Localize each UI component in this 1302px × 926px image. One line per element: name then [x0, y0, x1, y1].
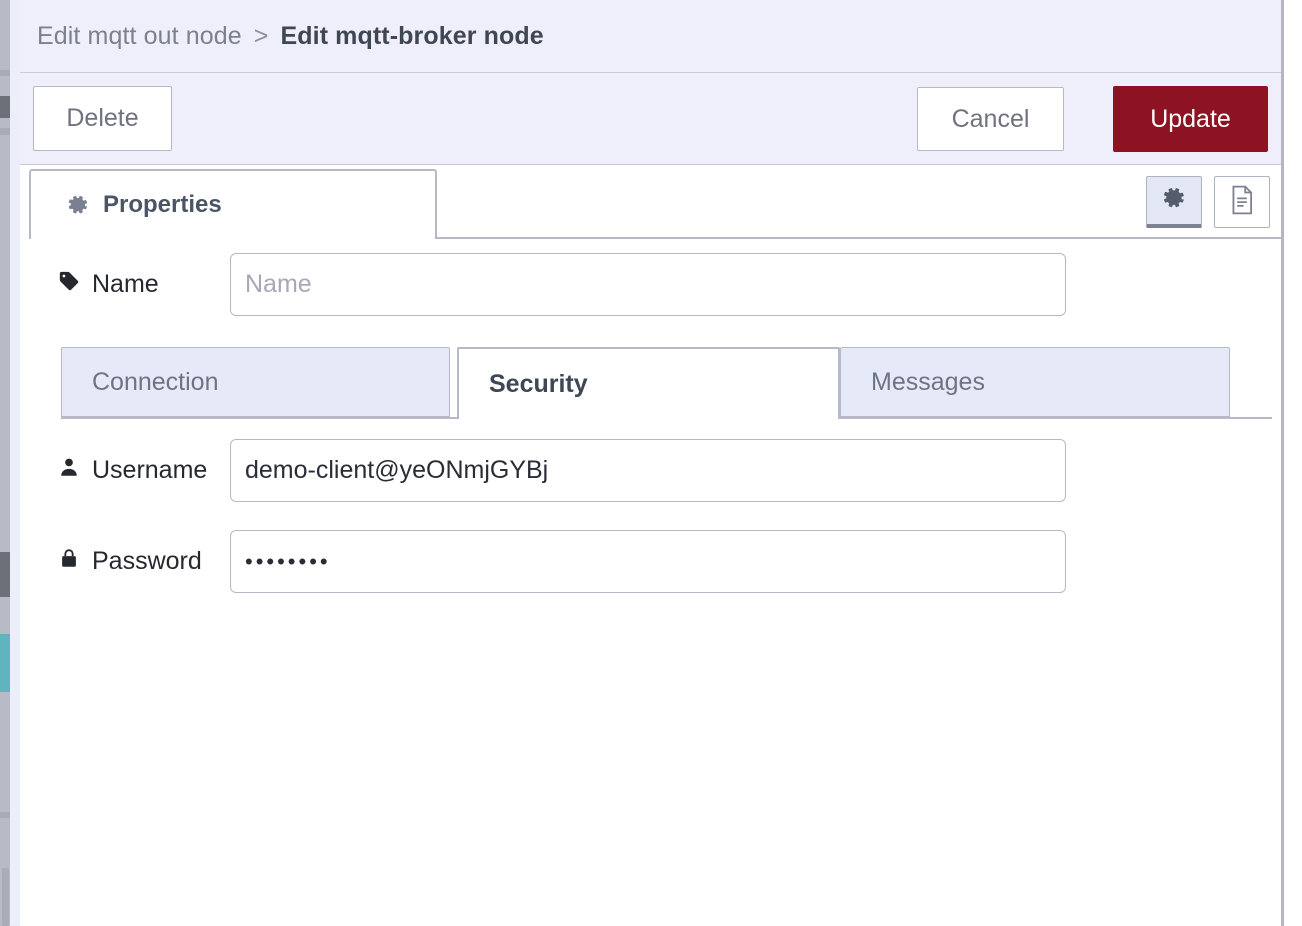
password-label-text: Password: [92, 547, 202, 575]
rail-chip: [0, 128, 10, 135]
breadcrumb-separator: >: [253, 21, 269, 50]
editor-left-rail: [0, 0, 10, 926]
rail-chip: [0, 70, 10, 76]
gear-icon: [66, 193, 90, 217]
subtab-messages[interactable]: Messages: [840, 347, 1230, 417]
form-row-password: Password: [20, 530, 1066, 593]
editor-backdrop-gap: [10, 0, 20, 926]
gear-icon: [1161, 185, 1187, 216]
tab-properties[interactable]: Properties: [29, 169, 437, 239]
subtab-security[interactable]: Security: [457, 347, 840, 419]
lock-icon: [58, 547, 80, 576]
document-icon: [1229, 185, 1255, 220]
username-input[interactable]: [230, 439, 1066, 502]
subtab-connection[interactable]: Connection: [61, 347, 450, 417]
edit-node-dialog: Edit mqtt out node > Edit mqtt-broker no…: [20, 0, 1284, 926]
delete-button[interactable]: Delete: [33, 86, 172, 151]
dialog-toolbar: Delete Cancel Update: [20, 73, 1281, 165]
dialog-tabstrip: Properties: [20, 165, 1281, 239]
password-input[interactable]: [230, 530, 1066, 593]
password-label: Password: [20, 547, 230, 576]
breadcrumb-current: Edit mqtt-broker node: [280, 21, 544, 50]
cancel-button[interactable]: Cancel: [917, 87, 1064, 151]
rail-chip: [0, 634, 10, 692]
subtab-bar: Connection Security Messages: [20, 347, 1284, 419]
dialog-header: Edit mqtt out node > Edit mqtt-broker no…: [20, 0, 1281, 73]
update-button[interactable]: Update: [1113, 86, 1268, 152]
form-row-username: Username: [20, 439, 1066, 502]
user-icon: [58, 456, 80, 485]
username-label: Username: [20, 456, 230, 485]
name-input[interactable]: [230, 253, 1066, 316]
description-view-toggle[interactable]: [1214, 176, 1270, 228]
tab-properties-label: Properties: [103, 191, 222, 218]
rail-chip: [0, 96, 10, 118]
rail-chip: [0, 552, 10, 597]
properties-view-toggle[interactable]: [1146, 176, 1202, 228]
editor-backdrop: [0, 0, 20, 926]
dialog-body: Name Connection Security Messages: [20, 239, 1281, 925]
breadcrumb: Edit mqtt out node > Edit mqtt-broker no…: [37, 22, 544, 51]
rail-chip: [0, 812, 10, 818]
editor-scrollbar-thumb[interactable]: [2, 868, 9, 926]
name-label: Name: [20, 270, 230, 299]
form-row-name: Name: [20, 253, 1066, 316]
name-label-text: Name: [92, 270, 159, 298]
tag-icon: [58, 270, 80, 299]
username-label-text: Username: [92, 456, 208, 484]
breadcrumb-parent[interactable]: Edit mqtt out node: [37, 21, 242, 50]
tabstrip-baseline: [29, 237, 1281, 239]
